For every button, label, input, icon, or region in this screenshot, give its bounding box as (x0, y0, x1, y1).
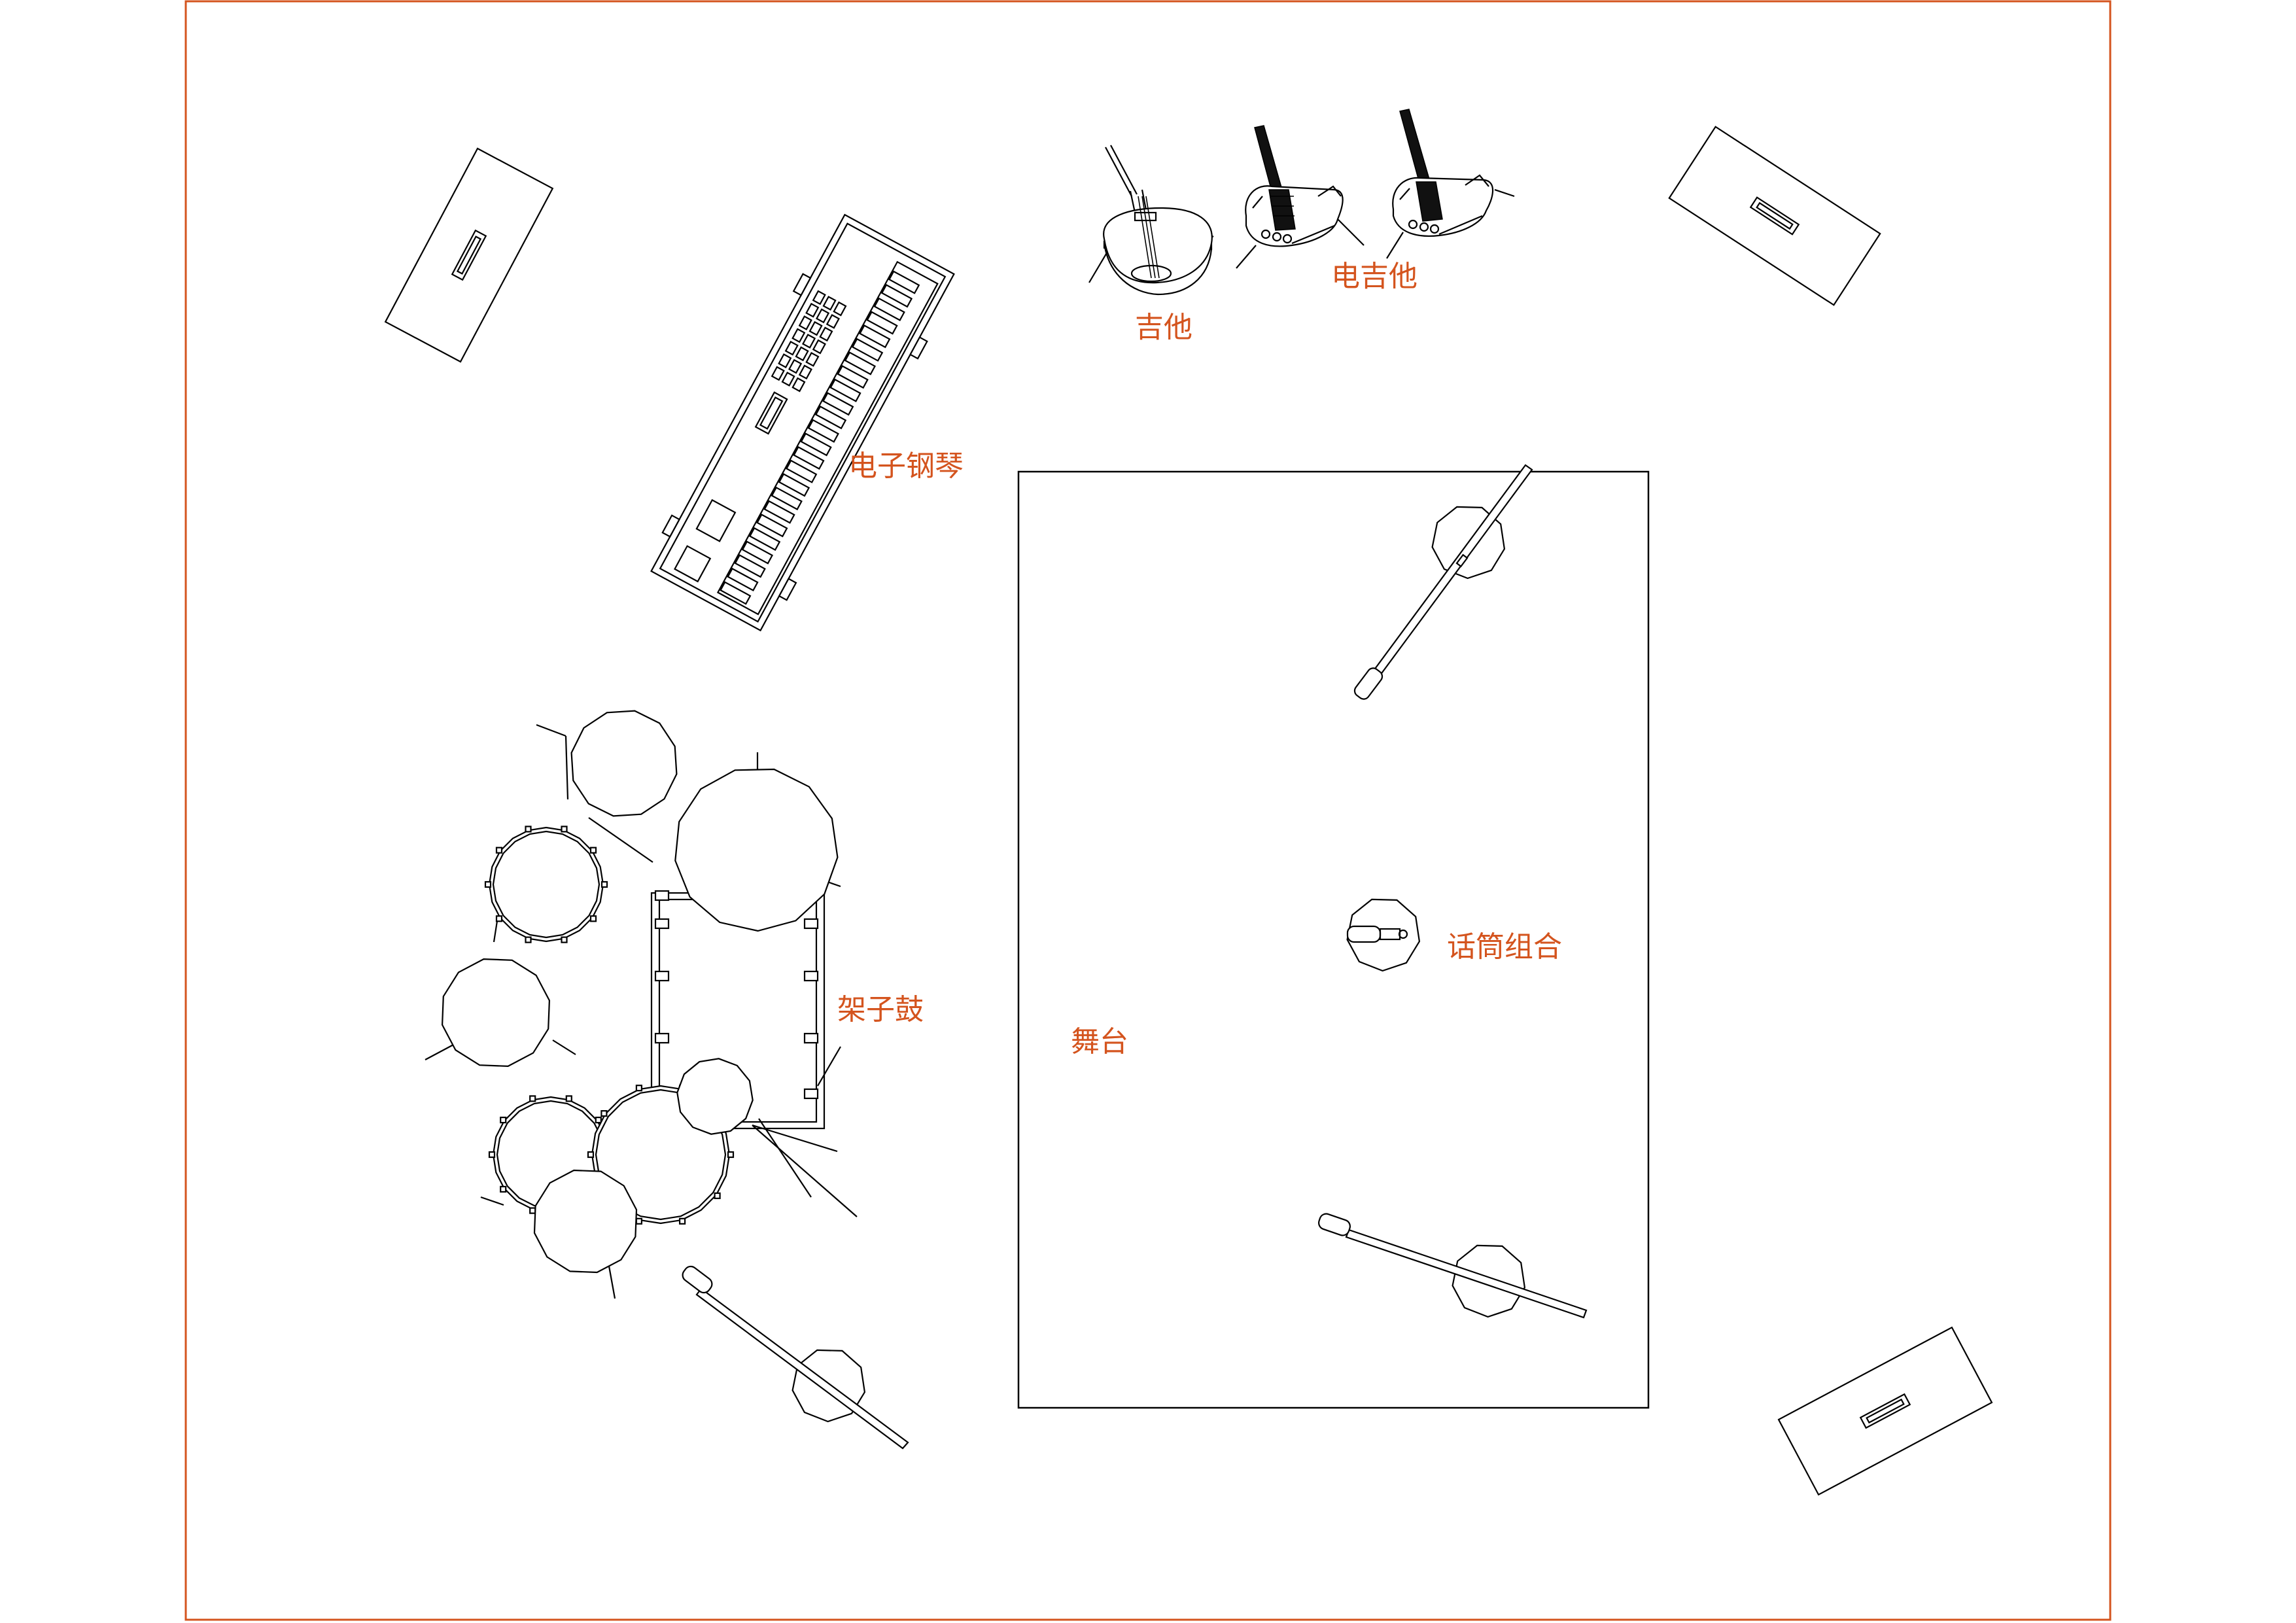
monitor-speaker-bottom-right (1777, 1326, 1993, 1496)
mic-stand-center (1346, 898, 1421, 972)
drum-kit (425, 710, 858, 1299)
acoustic-guitar (1088, 145, 1214, 296)
page-frame (184, 0, 2112, 1621)
label-electric-guitar: 电吉他 (1331, 260, 1418, 293)
electronic-keyboard (650, 213, 955, 632)
electric-guitar-1 (1236, 125, 1365, 269)
monitor-speaker-top-right (1668, 126, 1881, 306)
label-stage: 舞台 (1071, 1025, 1128, 1058)
monitor-speaker-top-left (384, 147, 554, 363)
mic-stand-top (1353, 464, 1533, 700)
mic-stand-bottom-right (1318, 1213, 1588, 1319)
label-keyboard: 电子钢琴 (848, 449, 964, 483)
label-acoustic-guitar: 吉他 (1135, 311, 1192, 344)
stage-area (1017, 470, 1650, 1409)
mic-stand-bottom-left (682, 1265, 909, 1450)
label-mic-set: 话筒组合 (1447, 930, 1562, 964)
electric-guitar-2 (1386, 109, 1515, 259)
label-drum-kit: 架子鼓 (837, 993, 924, 1026)
